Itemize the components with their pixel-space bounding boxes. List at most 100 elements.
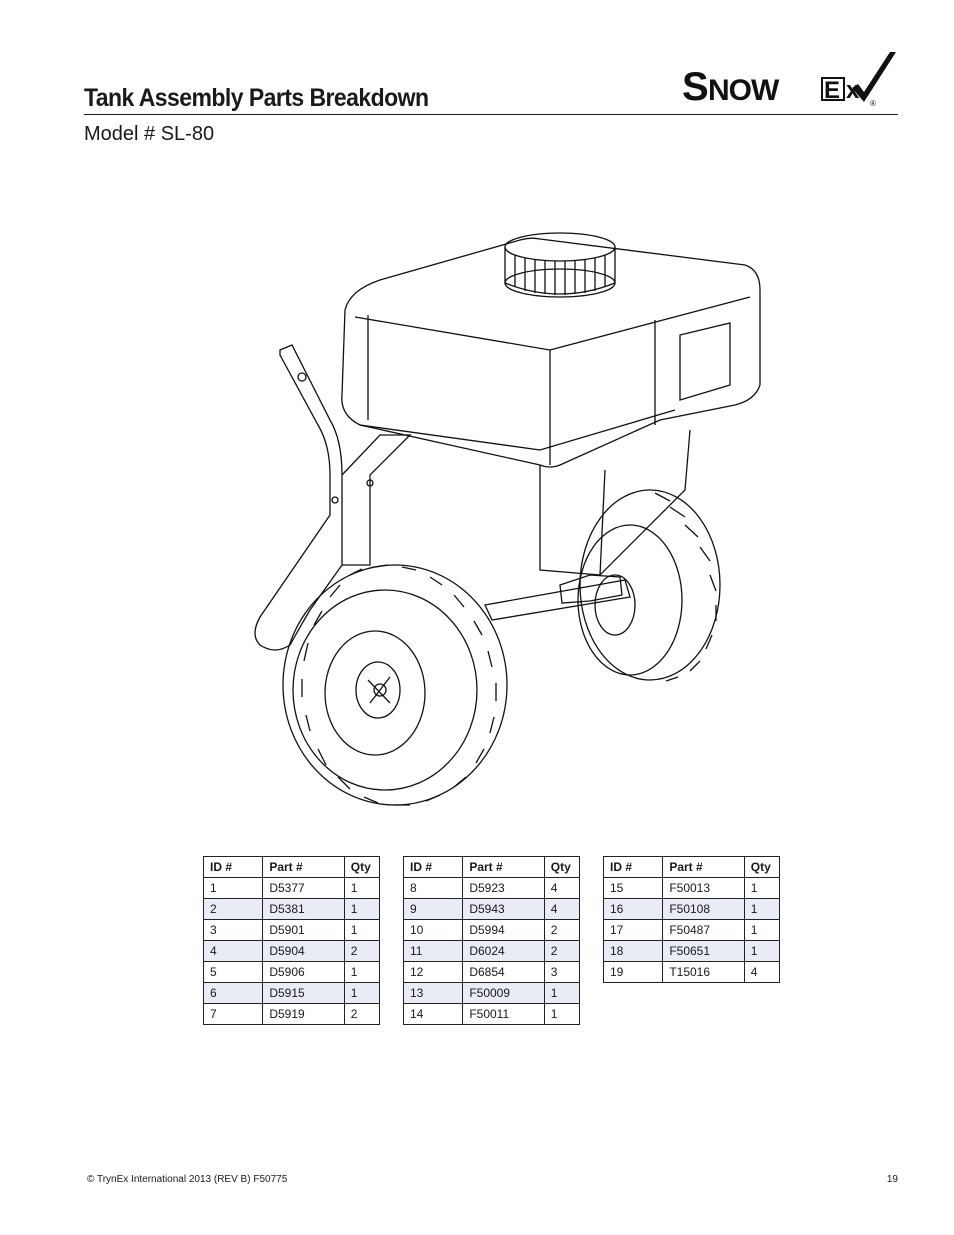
column-header-qty: Qty bbox=[743, 856, 781, 878]
id-cell: 1 bbox=[202, 877, 264, 899]
qty-cell: 1 bbox=[743, 940, 781, 962]
part-cell: T15016 bbox=[662, 961, 745, 983]
id-cell: 6 bbox=[202, 982, 264, 1004]
handle bbox=[254, 344, 412, 651]
page-number: 19 bbox=[886, 1174, 898, 1185]
column-header-qty: Qty bbox=[343, 856, 381, 878]
svg-text:E: E bbox=[824, 77, 840, 104]
part-cell: D5904 bbox=[262, 940, 345, 962]
id-cell: 12 bbox=[402, 961, 464, 983]
svg-text:NOW: NOW bbox=[708, 74, 780, 107]
part-cell: D5381 bbox=[262, 898, 345, 920]
qty-cell: 1 bbox=[343, 919, 381, 941]
id-cell: 17 bbox=[602, 919, 664, 941]
column-header-id: ID # bbox=[202, 856, 264, 878]
copyright-footer: © TrynEx International 2013 (REV B) F507… bbox=[87, 1174, 288, 1185]
id-cell: 11 bbox=[402, 940, 464, 962]
part-cell: D6854 bbox=[462, 961, 545, 983]
qty-cell: 2 bbox=[543, 940, 581, 962]
column-header-part: Part # bbox=[262, 856, 345, 878]
svg-text:S: S bbox=[682, 65, 708, 109]
wheel-front bbox=[282, 564, 508, 806]
hopper bbox=[539, 429, 691, 576]
qty-cell: 1 bbox=[343, 982, 381, 1004]
id-cell: 18 bbox=[602, 940, 664, 962]
table-header-row: ID # Part # Qty bbox=[202, 856, 381, 878]
svg-text:®: ® bbox=[870, 99, 876, 108]
wheel-back bbox=[577, 489, 721, 682]
column-header-id: ID # bbox=[402, 856, 464, 878]
qty-cell: 4 bbox=[543, 898, 581, 920]
table-header-row: ID # Part # Qty bbox=[602, 856, 781, 878]
part-cell: D5919 bbox=[262, 1003, 345, 1025]
part-cell: D5906 bbox=[262, 961, 345, 983]
column-header-qty: Qty bbox=[543, 856, 581, 878]
part-cell: D5994 bbox=[462, 919, 545, 941]
lid bbox=[504, 232, 616, 298]
part-cell: D6024 bbox=[462, 940, 545, 962]
id-cell: 8 bbox=[402, 877, 464, 899]
qty-cell: 1 bbox=[743, 877, 781, 899]
part-cell: D5915 bbox=[262, 982, 345, 1004]
qty-cell: 1 bbox=[743, 919, 781, 941]
svg-text:x: x bbox=[846, 77, 860, 104]
qty-cell: 1 bbox=[343, 898, 381, 920]
id-cell: 3 bbox=[202, 919, 264, 941]
spreader-illustration bbox=[254, 232, 761, 806]
model-number: Model # SL-80 bbox=[84, 123, 215, 145]
qty-cell: 1 bbox=[543, 982, 581, 1004]
id-cell: 15 bbox=[602, 877, 664, 899]
id-cell: 9 bbox=[402, 898, 464, 920]
id-cell: 5 bbox=[202, 961, 264, 983]
id-cell: 4 bbox=[202, 940, 264, 962]
id-cell: 19 bbox=[602, 961, 664, 983]
part-cell: F50009 bbox=[462, 982, 545, 1004]
snowex-logo: S NOW E x ® bbox=[682, 52, 896, 109]
qty-cell: 4 bbox=[743, 961, 781, 983]
id-cell: 16 bbox=[602, 898, 664, 920]
qty-cell: 1 bbox=[543, 1003, 581, 1025]
title-rule bbox=[84, 114, 898, 115]
part-cell: D5923 bbox=[462, 877, 545, 899]
part-cell: D5943 bbox=[462, 898, 545, 920]
id-cell: 2 bbox=[202, 898, 264, 920]
id-cell: 14 bbox=[402, 1003, 464, 1025]
qty-cell: 2 bbox=[343, 940, 381, 962]
part-cell: F50013 bbox=[662, 877, 745, 899]
qty-cell: 3 bbox=[543, 961, 581, 983]
tank bbox=[341, 237, 761, 468]
part-cell: D5377 bbox=[262, 877, 345, 899]
part-cell: F50011 bbox=[462, 1003, 545, 1025]
qty-cell: 2 bbox=[543, 919, 581, 941]
table-header-row: ID # Part # Qty bbox=[402, 856, 581, 878]
part-cell: D5901 bbox=[262, 919, 345, 941]
page-title: Tank Assembly Parts Breakdown bbox=[84, 84, 429, 112]
id-cell: 7 bbox=[202, 1003, 264, 1025]
qty-cell: 2 bbox=[343, 1003, 381, 1025]
qty-cell: 1 bbox=[343, 961, 381, 983]
column-header-part: Part # bbox=[462, 856, 545, 878]
axle bbox=[484, 574, 631, 621]
part-cell: F50108 bbox=[662, 898, 745, 920]
part-cell: F50651 bbox=[662, 940, 745, 962]
